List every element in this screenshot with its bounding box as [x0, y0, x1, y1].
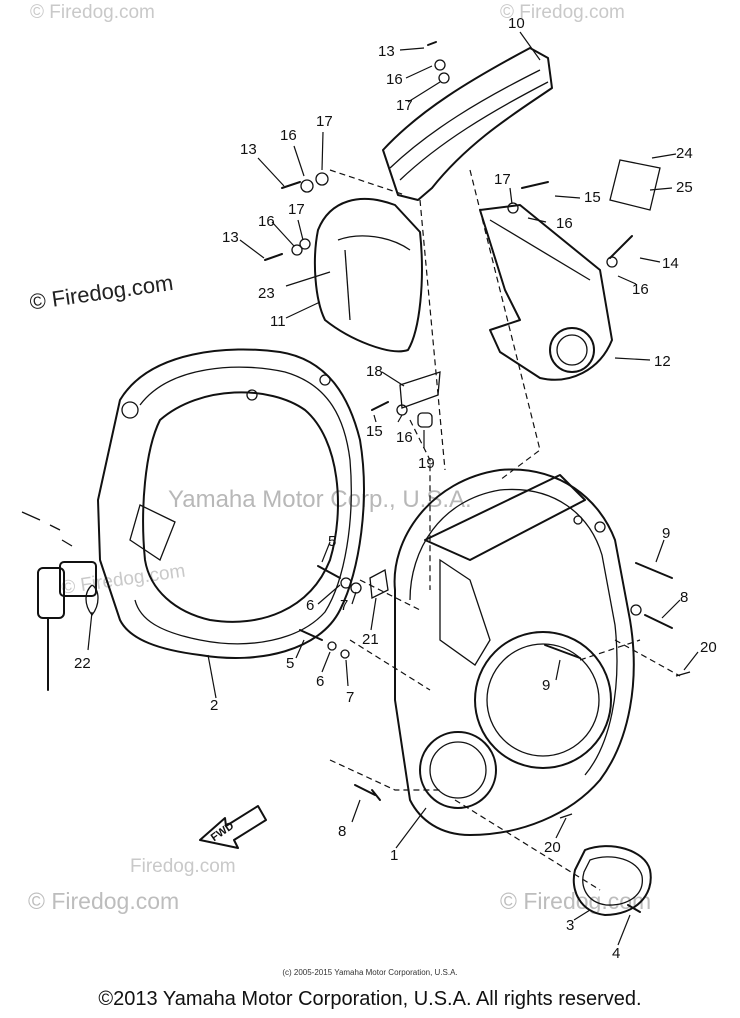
- part-label-9a: 9: [662, 525, 671, 542]
- watermark-bottom-left: © Firedog.com: [28, 888, 180, 914]
- part-label-24: 24: [676, 145, 693, 162]
- footer-copyright: ©2013 Yamaha Motor Corporation, U.S.A. A…: [98, 988, 642, 1010]
- plate-part-3: [572, 845, 652, 916]
- part-label-7a: 7: [340, 597, 349, 614]
- part-label-9b: 9: [542, 677, 551, 694]
- part-label-8b: 8: [338, 823, 347, 840]
- watermark-top-left: © Firedog.com: [30, 2, 155, 23]
- part-label-20a: 20: [700, 639, 717, 656]
- part-label-13c: 13: [222, 229, 239, 246]
- part-label-22: 22: [74, 655, 91, 672]
- part-label-17d: 17: [288, 201, 305, 218]
- part-label-16e: 16: [632, 281, 649, 298]
- part-label-16a: 16: [386, 71, 403, 88]
- part-label-7b: 7: [346, 689, 355, 706]
- cover-part-11: [313, 198, 423, 353]
- part-label-15a: 15: [584, 189, 601, 206]
- watermark-bottom-center: Firedog.com: [130, 856, 236, 877]
- part-label-21: 21: [362, 631, 379, 648]
- part-label-12: 12: [654, 353, 671, 370]
- part-label-4: 4: [612, 945, 621, 962]
- part-label-17b: 17: [316, 113, 333, 130]
- watermark-center: Yamaha Motor Corp., U.S.A.: [168, 486, 472, 513]
- part-label-13a: 13: [378, 43, 395, 60]
- cover-part-12: [479, 204, 613, 381]
- part-label-5a: 5: [328, 533, 337, 550]
- fwd-arrow-icon: [199, 805, 267, 849]
- leader-lines: [87, 31, 699, 946]
- housing-part-2: [97, 348, 365, 659]
- assembly-guide-lines: [329, 169, 681, 891]
- part-label-16d: 16: [258, 213, 275, 230]
- part-label-20b: 20: [544, 839, 561, 856]
- part-label-14: 14: [662, 255, 679, 272]
- shroud-part-10: [382, 47, 553, 201]
- fasteners: [264, 41, 691, 913]
- part-label-19: 19: [418, 455, 435, 472]
- part-label-16f: 16: [396, 429, 413, 446]
- part-label-10: 10: [508, 15, 525, 32]
- part-label-16c: 16: [556, 215, 573, 232]
- small-copyright: (c) 2005-2015 Yamaha Motor Corporation, …: [282, 968, 458, 977]
- part-label-6b: 6: [316, 673, 325, 690]
- part-label-13b: 13: [240, 141, 257, 158]
- part-label-6a: 6: [306, 597, 315, 614]
- part-label-2: 2: [210, 697, 219, 714]
- watermark-top-right: © Firedog.com: [500, 2, 625, 23]
- part-label-1: 1: [390, 847, 399, 864]
- coil-part-22: [21, 511, 99, 691]
- part-label-3: 3: [566, 917, 575, 934]
- housing-part-1: [393, 468, 642, 836]
- part-label-5b: 5: [286, 655, 295, 672]
- part-label-23: 23: [258, 285, 275, 302]
- part-label-15b: 15: [366, 423, 383, 440]
- part-label-8a: 8: [680, 589, 689, 606]
- part-label-11: 11: [270, 313, 286, 330]
- part-label-18: 18: [366, 363, 383, 380]
- part-label-16b: 16: [280, 127, 297, 144]
- part-label-25: 25: [676, 179, 693, 196]
- part-label-17a: 17: [396, 97, 413, 114]
- part-label-17c: 17: [494, 171, 511, 188]
